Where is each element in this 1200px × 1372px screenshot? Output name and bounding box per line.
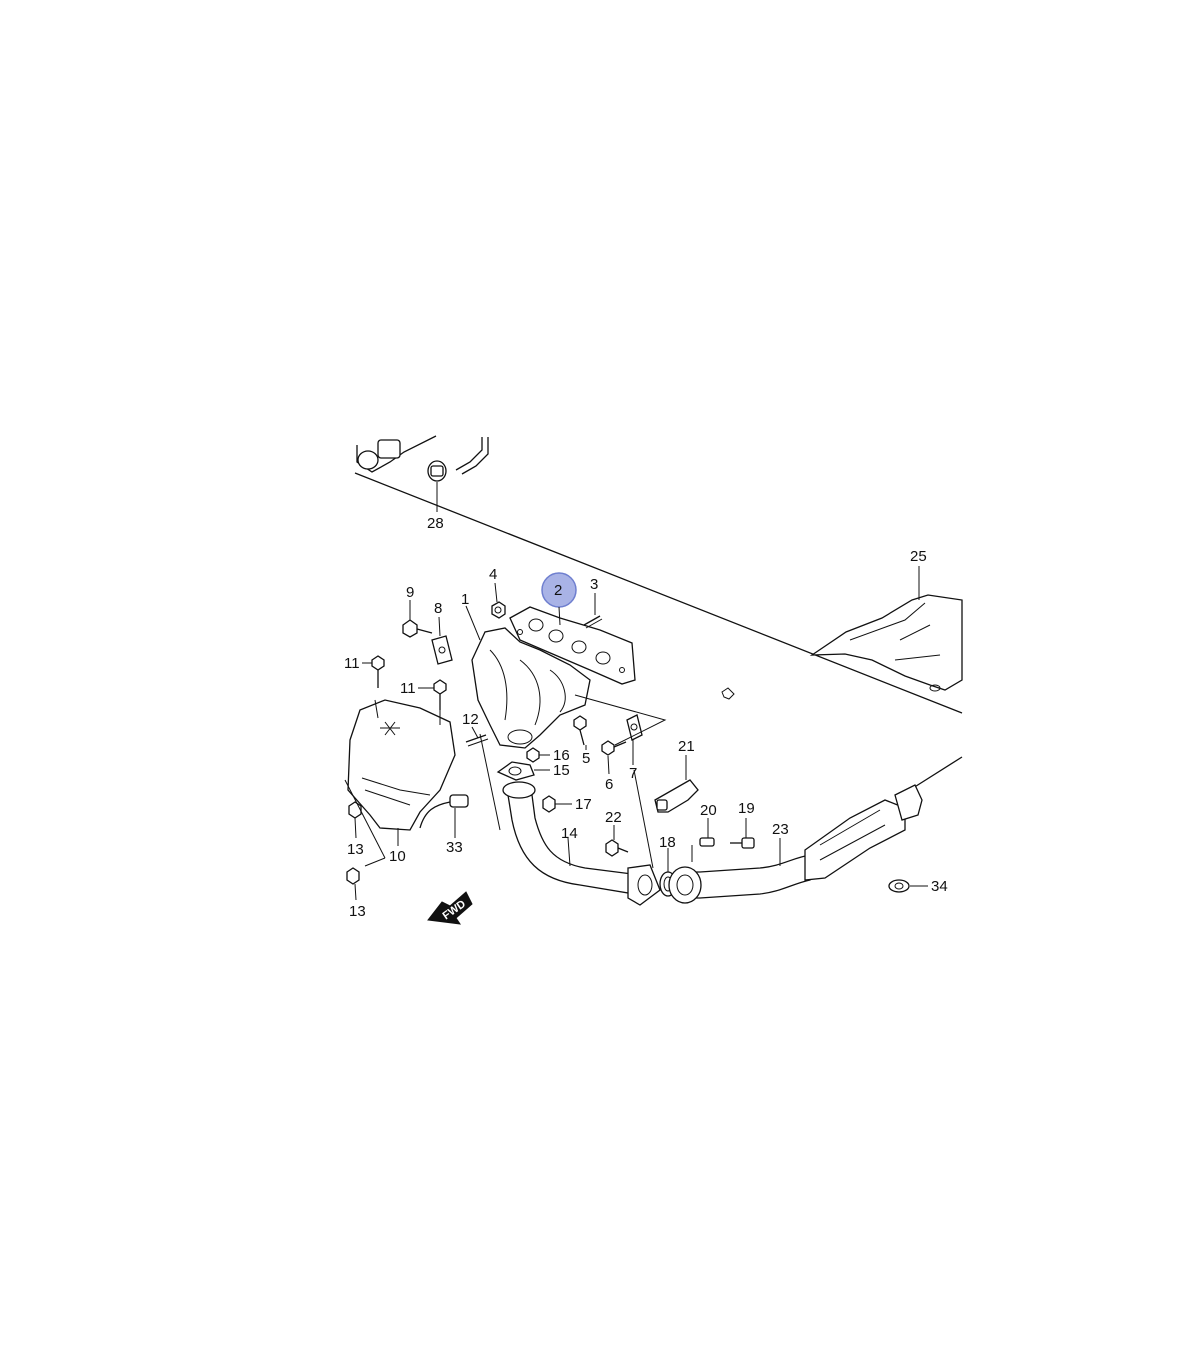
manifold-heat-shield-10[interactable] [347,699,456,831]
bracket-7[interactable] [626,714,643,741]
bolt-17[interactable] [542,795,556,813]
label-part-11-upper[interactable]: 11 [344,655,360,672]
label-part-18[interactable]: 18 [659,834,676,851]
nut-34[interactable] [888,879,910,893]
label-part-11-lower[interactable]: 11 [400,680,416,697]
bracket-8[interactable] [431,635,453,665]
label-part-20[interactable]: 20 [700,802,717,819]
front-exhaust-pipe-14[interactable] [502,781,661,906]
label-part-25[interactable]: 25 [910,548,927,565]
nut-4[interactable] [491,601,506,619]
bolt-5[interactable] [573,715,587,746]
oxygen-sensor-33[interactable] [419,794,469,829]
label-part-34[interactable]: 34 [931,878,948,895]
bolt-11-lower[interactable] [433,679,447,710]
label-part-10[interactable]: 10 [389,848,406,865]
bolt-19[interactable] [730,837,755,849]
label-part-21[interactable]: 21 [678,738,695,755]
label-part-3[interactable]: 3 [590,576,598,593]
rear-heat-shield-25[interactable] [809,594,963,692]
label-part-23[interactable]: 23 [772,821,789,838]
stud-3[interactable] [583,615,603,629]
label-part-16[interactable]: 16 [553,747,570,764]
nut-13-upper[interactable] [348,801,362,819]
bolt-22[interactable] [605,839,629,857]
label-part-6[interactable]: 6 [605,776,613,793]
stud-12[interactable] [465,734,489,747]
label-part-17[interactable]: 17 [575,796,592,813]
small-clip [721,687,735,700]
bolt-11-upper[interactable] [371,655,385,688]
manifold-gasket-2[interactable] [509,606,636,685]
bolt-16[interactable] [526,747,540,763]
label-part-9[interactable]: 9 [406,584,414,601]
bolt-20[interactable] [699,837,715,847]
hanger-bracket-21[interactable] [654,779,699,813]
gasket-15[interactable] [496,761,535,781]
upper-bracket-drawing [356,435,489,475]
label-part-22[interactable]: 22 [605,809,622,826]
label-part-15[interactable]: 15 [553,762,570,779]
label-part-13-lower[interactable]: 13 [349,903,366,920]
bolt-6[interactable] [601,740,627,756]
label-part-28[interactable]: 28 [427,515,444,532]
rubber-hanger-28[interactable] [427,460,447,482]
rear-body-line [912,756,963,789]
bolt-9[interactable] [402,619,433,638]
label-part-7[interactable]: 7 [629,765,637,782]
center-pipe-23[interactable] [668,784,923,904]
label-part-5[interactable]: 5 [582,750,590,767]
label-part-13-upper[interactable]: 13 [347,841,364,858]
label-part-1[interactable]: 1 [461,591,469,608]
label-part-4[interactable]: 4 [489,566,497,583]
label-part-33[interactable]: 33 [446,839,463,856]
label-part-8[interactable]: 8 [434,600,442,617]
exhaust-manifold-1[interactable] [471,627,591,749]
label-part-19[interactable]: 19 [738,800,755,817]
label-part-14[interactable]: 14 [561,825,578,842]
forward-direction-arrow: FWD [427,891,473,925]
label-part-12[interactable]: 12 [462,711,479,728]
body-reference-line [354,472,963,714]
nut-13-lower[interactable] [346,867,360,885]
label-part-2[interactable]: 2 [554,582,562,599]
